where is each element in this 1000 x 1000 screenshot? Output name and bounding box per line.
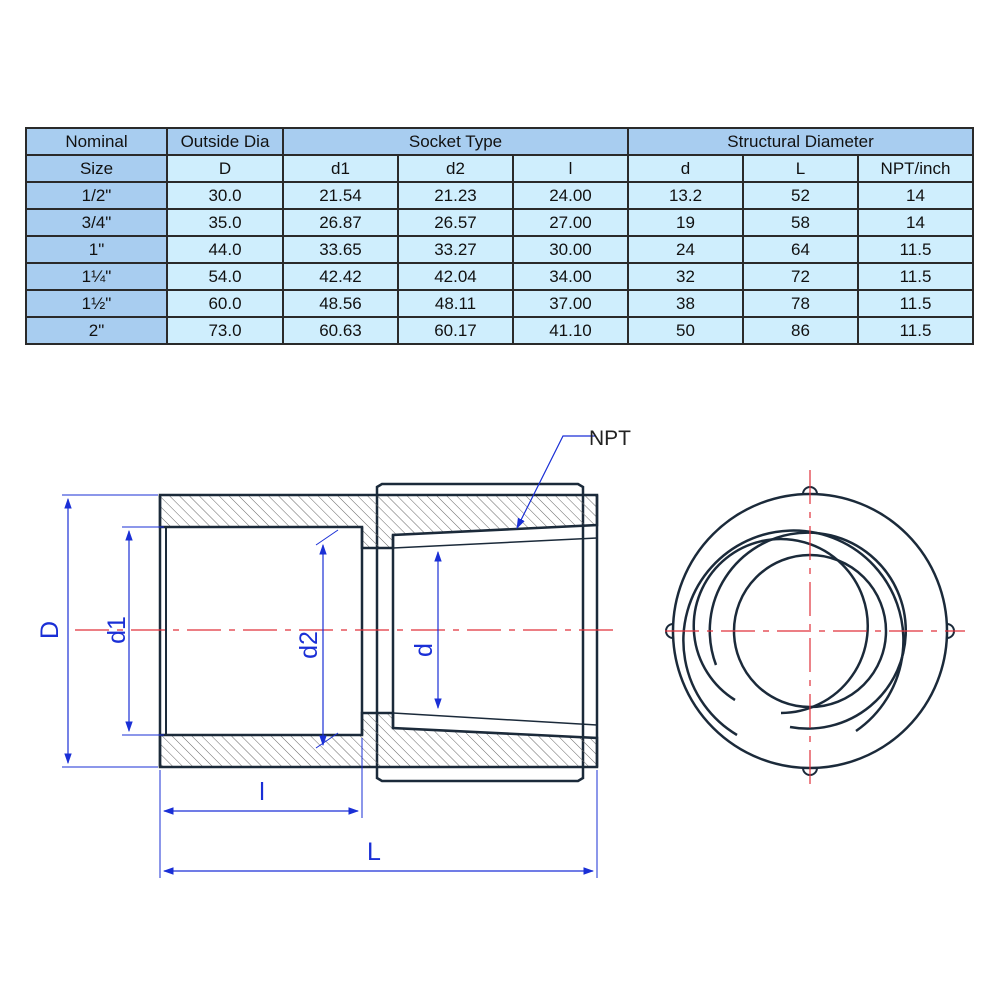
table-cell: 64 — [742, 235, 859, 264]
table-cell: 48.56 — [282, 289, 399, 318]
table-cell: 19 — [627, 208, 744, 237]
end-view — [665, 470, 965, 790]
table-cell: 24.00 — [512, 181, 629, 210]
table-cell: 72 — [742, 262, 859, 291]
dim-d2-label: d2 — [295, 631, 323, 659]
thread-arc-inner — [692, 537, 869, 715]
table-cell: 34.00 — [512, 262, 629, 291]
table-cell: 86 — [742, 316, 859, 345]
table-cell: 21.54 — [282, 181, 399, 210]
table-cell: 32 — [627, 262, 744, 291]
table-cell: 58 — [742, 208, 859, 237]
dim-d2-leader-top — [315, 529, 339, 546]
table-cell: 11.5 — [856, 289, 975, 318]
subheader-cell: D — [166, 154, 284, 183]
thread-sleeve-outline — [375, 482, 585, 783]
table-cell: 26.87 — [282, 208, 399, 237]
header-structural-diameter: Structural Diameter — [626, 127, 975, 156]
dim-l-label: l — [259, 778, 265, 806]
table-cell: 33.27 — [397, 235, 514, 264]
table-row: 1" 44.0 33.65 33.27 30.00 24 64 11.5 — [25, 235, 975, 264]
table-cell: 73.0 — [166, 316, 284, 345]
table-cell: 54.0 — [166, 262, 284, 291]
npt-label: NPT — [589, 427, 631, 450]
npt-taper-top — [392, 537, 598, 549]
size-cell: 1/2" — [25, 181, 168, 210]
dim-d-label: d — [410, 643, 438, 657]
subheader-cell: Size — [25, 154, 168, 183]
table-cell: 60.17 — [397, 316, 514, 345]
table-row: 2" 73.0 60.63 60.17 41.10 50 86 11.5 — [25, 316, 975, 345]
table-cell: 52 — [742, 181, 859, 210]
table-header-row: Nominal Outside Dia Socket Type Structur… — [25, 127, 975, 156]
table-cell: 60.63 — [282, 316, 399, 345]
table-cell: 42.04 — [397, 262, 514, 291]
side-section-view: NPT D d1 d2 d l L — [36, 427, 631, 878]
table-cell: 30.0 — [166, 181, 284, 210]
size-cell: 3/4" — [25, 208, 168, 237]
npt-taper-bottom — [392, 712, 598, 726]
table-cell: 44.0 — [166, 235, 284, 264]
dim-d1-label: d1 — [103, 616, 131, 644]
thread-arc-middle — [708, 531, 908, 730]
subheader-cell: d — [627, 154, 744, 183]
table-row: 1¼" 54.0 42.42 42.04 34.00 32 72 11.5 — [25, 262, 975, 291]
subheader-cell: L — [742, 154, 859, 183]
header-nominal: Nominal — [25, 127, 168, 156]
table-cell: 50 — [627, 316, 744, 345]
table-cell: 38 — [627, 289, 744, 318]
table-cell: 11.5 — [856, 262, 975, 291]
table-cell: 42.42 — [282, 262, 399, 291]
table-cell: 27.00 — [512, 208, 629, 237]
size-cell: 1" — [25, 235, 168, 264]
table-cell: 26.57 — [397, 208, 514, 237]
table-cell: 13.2 — [627, 181, 744, 210]
subheader-cell: d2 — [397, 154, 514, 183]
size-cell: 1¼" — [25, 262, 168, 291]
subheader-cell: d1 — [282, 154, 399, 183]
table-cell: 21.23 — [397, 181, 514, 210]
size-cell: 2" — [25, 316, 168, 345]
table-row: 3/4" 35.0 26.87 26.57 27.00 19 58 14 — [25, 208, 975, 237]
table-cell: 41.10 — [512, 316, 629, 345]
dim-L-label: L — [367, 838, 381, 866]
table-subheader-row: Size D d1 d2 l d L NPT/inch — [25, 154, 975, 183]
header-socket-type: Socket Type — [282, 127, 629, 156]
table-cell: 11.5 — [856, 316, 975, 345]
table-row: 1/2" 30.0 21.54 21.23 24.00 13.2 52 14 — [25, 181, 975, 210]
header-outside-dia: Outside Dia — [166, 127, 284, 156]
subheader-cell: NPT/inch — [856, 154, 975, 183]
table-cell: 60.0 — [166, 289, 284, 318]
table-cell: 33.65 — [282, 235, 399, 264]
table-cell: 37.00 — [512, 289, 629, 318]
npt-leader-line — [516, 435, 595, 529]
subheader-cell: l — [512, 154, 629, 183]
table-cell: 11.5 — [856, 235, 975, 264]
table-row: 1½" 60.0 48.56 48.11 37.00 38 78 11.5 — [25, 289, 975, 318]
dim-D-label: D — [36, 621, 64, 639]
table-cell: 48.11 — [397, 289, 514, 318]
table-cell: 35.0 — [166, 208, 284, 237]
table-cell: 24 — [627, 235, 744, 264]
table-cell: 14 — [856, 181, 975, 210]
spec-table: Nominal Outside Dia Socket Type Structur… — [25, 127, 975, 345]
table-cell: 78 — [742, 289, 859, 318]
table-cell: 30.00 — [512, 235, 629, 264]
size-cell: 1½" — [25, 289, 168, 318]
table-cell: 14 — [856, 208, 975, 237]
